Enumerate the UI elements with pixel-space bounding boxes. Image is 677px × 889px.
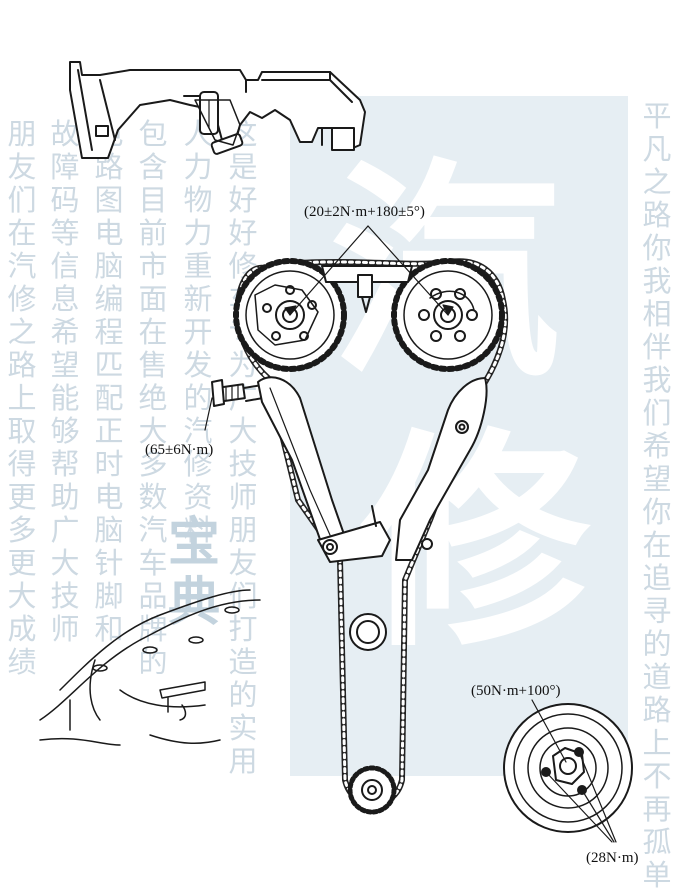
crank-pulley-detail: [503, 699, 633, 843]
idler-sprocket: [349, 613, 387, 651]
watermark-column-3: 电路图电脑编程匹配正时电脑针脚和: [94, 118, 124, 646]
camshaft-locking-tool: [69, 61, 366, 159]
watermark-column-2: 故障码等信息希望能够帮助广大技师: [50, 117, 80, 646]
guide-rail-right: [395, 377, 488, 561]
watermark-column-1: 朋友们在汽修之路上取得更多更大成绩: [7, 117, 37, 679]
camshaft-torque-label: (20±2N·m+180±5°): [304, 204, 425, 220]
tensioner-bolt: [211, 379, 264, 407]
upper-chain-guide: [321, 265, 413, 313]
tensioner-torque-label: (65±6N·m): [145, 442, 214, 458]
watermark-column-right: 平凡之路你我相伴我们希望你在追寻的道路上不再孤单: [642, 99, 672, 889]
camshaft-leader-lines: [284, 225, 454, 316]
crank-bolt-torque-label: (50N·m+100°): [471, 683, 561, 699]
watermark-small-char-1: 宝: [168, 513, 221, 573]
tensioner-rail: [257, 376, 347, 559]
watermark-column-4: 包含目前市面在售绝大多数汽车品牌的: [138, 117, 168, 679]
tensioner-leader-line: [204, 397, 213, 431]
engine-block-detail: [39, 589, 261, 746]
tensioner-plate: [317, 505, 391, 563]
crank-small-bolts-torque-label: (28N·m): [586, 850, 639, 866]
crankshaft-sprocket: [347, 765, 397, 815]
watermark-column-5: 人力物力重新开发的汽修资料: [183, 117, 213, 547]
